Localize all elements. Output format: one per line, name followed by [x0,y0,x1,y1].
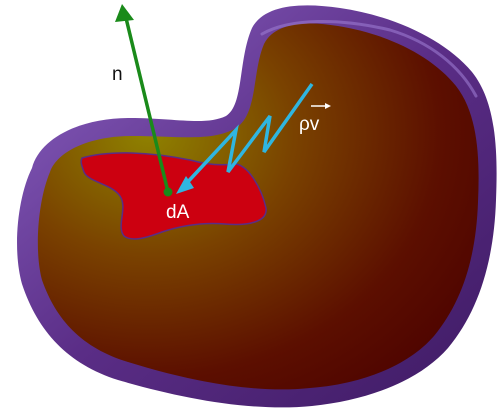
zigzag-arrow-icon [182,82,314,188]
normal-vector-origin [163,187,173,197]
arrow-up-icon [115,4,134,22]
membrane-highlight [260,20,478,98]
vector-arrow-head [325,103,331,109]
area-element-patch [80,152,267,240]
normal-vector-shaft [124,17,170,193]
area-label: dA [166,202,190,223]
flux-arrowhead [176,176,194,194]
flux-label: ρv [299,114,320,135]
normal-label: n [112,64,123,85]
